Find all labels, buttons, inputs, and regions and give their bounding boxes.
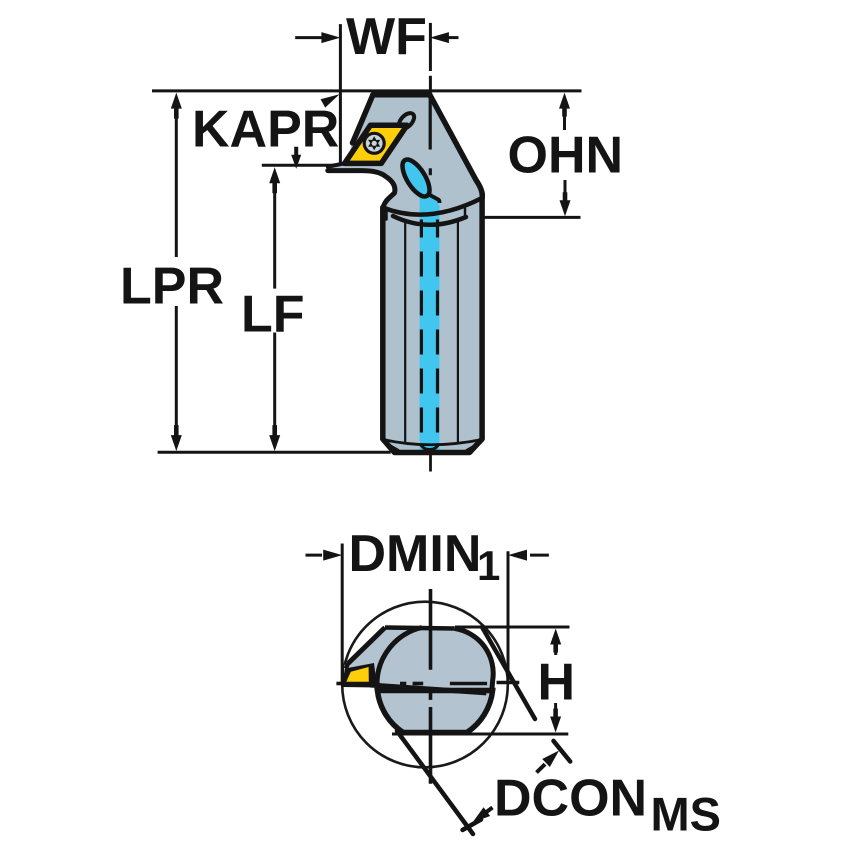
svg-text:LPR: LPR xyxy=(120,258,224,316)
svg-text:OHN: OHN xyxy=(508,127,624,185)
svg-text:H: H xyxy=(538,654,576,712)
svg-text:LF: LF xyxy=(241,286,305,344)
svg-text:KAPR: KAPR xyxy=(192,101,339,159)
svg-text:DCON: DCON xyxy=(494,770,647,828)
svg-text:MS: MS xyxy=(651,788,722,841)
svg-text:DMIN: DMIN xyxy=(349,525,482,583)
svg-text:WF: WF xyxy=(346,8,427,66)
svg-text:1: 1 xyxy=(477,542,500,589)
